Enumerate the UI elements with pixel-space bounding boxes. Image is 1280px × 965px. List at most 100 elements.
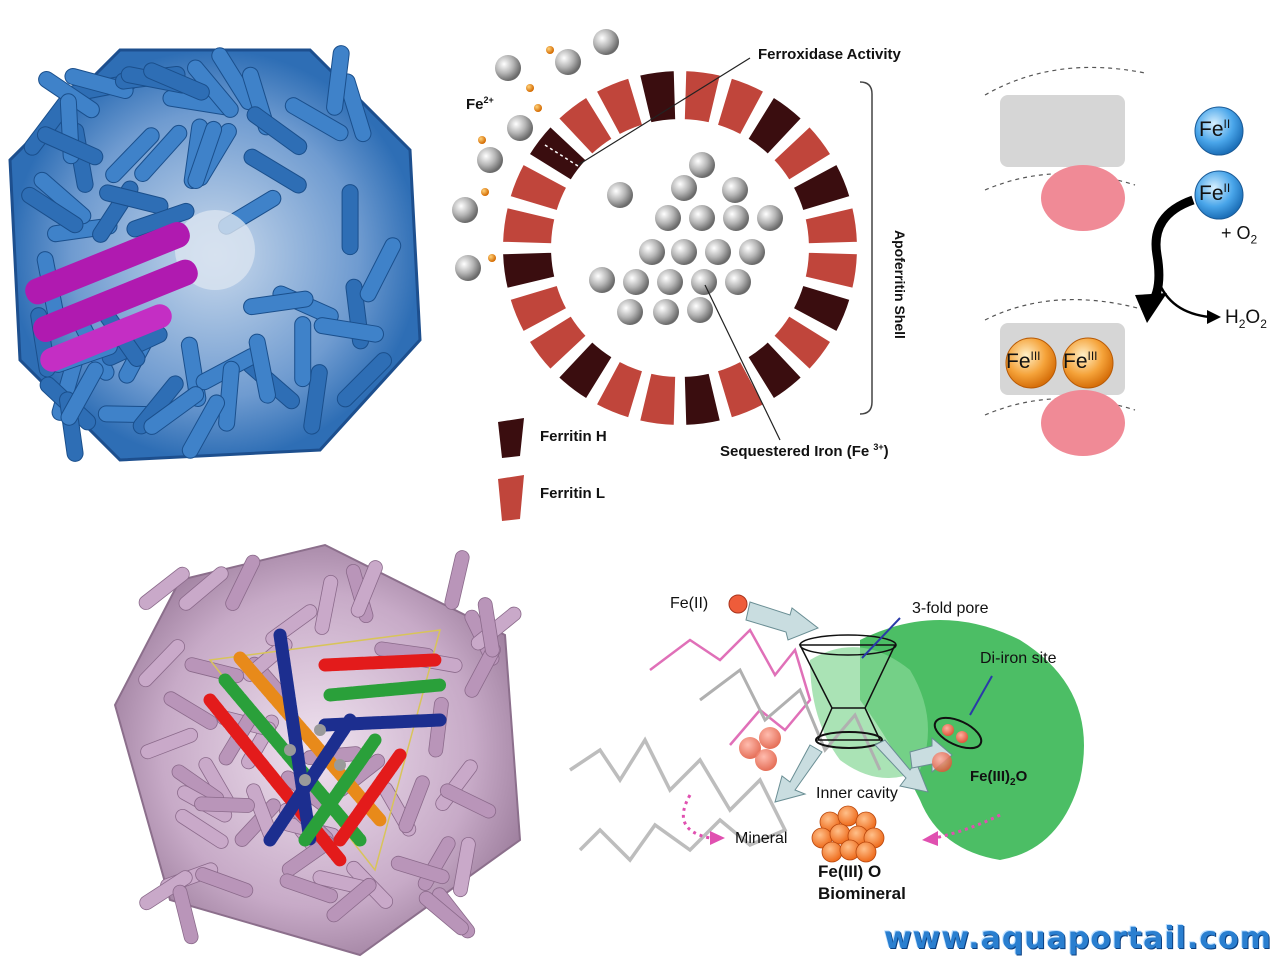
pink-helix	[195, 867, 254, 898]
fe2-ion-ball	[495, 55, 521, 81]
ferroxidase-reaction-diagram: FeII FeII + O2 H2O2 FeIII FeIII	[975, 55, 1275, 465]
fe2-small-dot	[488, 254, 496, 262]
pore-lower-funnel	[816, 707, 882, 741]
sequestered-iron-ball	[589, 267, 615, 293]
diiron-ball-1	[942, 724, 954, 736]
fe2-ion-ball	[607, 182, 633, 208]
ferritin-l-segment	[637, 371, 678, 427]
ferritin-l-segment	[715, 359, 766, 420]
legend-ferritin-l-label: Ferritin L	[540, 485, 606, 502]
grey-subunit-trace	[569, 736, 788, 863]
cage-helix	[134, 124, 188, 182]
fe2-ball-1	[1194, 106, 1244, 156]
sequestered-iron-ball	[655, 205, 681, 231]
cage-helix	[294, 316, 312, 388]
mineral-ball	[837, 805, 859, 827]
pink-helix	[175, 808, 229, 849]
fe3-ball-1-label: FeIII	[1006, 349, 1041, 373]
ferritin-l-segment	[771, 124, 833, 183]
colored-helix	[318, 653, 442, 672]
diiron-site-label: Di-iron site	[980, 650, 1057, 667]
fe2-small-dot	[526, 84, 534, 92]
cage-helix	[248, 333, 276, 404]
green-subunit-ribbon	[860, 620, 1084, 860]
entry-arrow	[745, 601, 820, 641]
magenta-subunit	[25, 221, 198, 372]
cage-helix	[143, 386, 205, 435]
pink-helix	[326, 877, 377, 923]
sequestered-iron-ball	[689, 205, 715, 231]
pink-helix	[194, 796, 255, 813]
sequestered-iron-ball	[671, 239, 697, 265]
fe3-ball-1	[1005, 337, 1057, 389]
ferritin-l-segment	[527, 313, 589, 372]
mineral-arrow-right-head	[922, 831, 938, 846]
sequestered-iron-ball	[739, 239, 765, 265]
down-arrow-right	[874, 739, 929, 793]
top-dashed-arc	[984, 66, 1146, 96]
fe2-ion-ball	[507, 115, 533, 141]
threefold-pore-diagram: Fe(II) 3-fold pore Di-iron site Fe(III)2…	[560, 580, 1120, 910]
ferritin-l-segment	[501, 205, 557, 246]
lower-dashed-arc	[984, 299, 1146, 321]
pore-bottom-rim	[815, 731, 883, 749]
ferritin-l-segment	[594, 76, 645, 137]
iron-site-ball	[299, 774, 311, 786]
diiron-pointer	[969, 675, 993, 716]
cage-helix	[60, 361, 104, 426]
pink-helix	[138, 566, 190, 610]
reaction-arrow-head	[1135, 293, 1167, 323]
colored-helix	[203, 693, 347, 867]
h2o2-arrow-head	[1207, 310, 1221, 324]
grey-subunit-trace-2	[699, 667, 882, 771]
ferritin-l-segment	[682, 69, 723, 125]
pink-subunit-trace	[649, 627, 812, 746]
sequestered-pointer	[704, 284, 781, 441]
cage-helix	[326, 45, 350, 116]
ferritin-l-segment	[556, 95, 615, 157]
h2o2-label: H2O2	[1225, 307, 1267, 331]
pore-svg	[569, 594, 1084, 863]
sequestered-iron-ball	[687, 297, 713, 323]
apoferritin-bracket	[859, 81, 873, 415]
ferritin-h-segment	[556, 339, 615, 401]
ferritin-shell-diagram: Fe2+ Ferroxidase Activity Apoferritin Sh…	[440, 20, 960, 530]
fe2-ball-2-label: FeII	[1199, 181, 1231, 205]
sequestered-iron-ball	[689, 152, 715, 178]
ferritin-cage-svg	[8, 45, 422, 462]
fe2-ball-1-label: FeII	[1199, 117, 1231, 141]
fe2-small-dot	[546, 46, 554, 54]
fe2-label: Fe2+	[466, 95, 494, 113]
pink-helix	[452, 836, 476, 898]
green-subunit-ribbon-light	[810, 647, 928, 778]
ferritin-h-segment	[501, 250, 557, 291]
incoming-fe2-ions	[452, 29, 633, 281]
legend-ferritin-l	[496, 475, 526, 526]
fe2-ion-ball	[477, 147, 503, 173]
colored-helix	[333, 748, 407, 847]
biomineral-line1: Fe(III) O	[818, 862, 882, 881]
threefold-pore-label: 3-fold pore	[912, 600, 989, 617]
cage-helix	[341, 184, 359, 256]
inner-cavity-label: Inner cavity	[816, 785, 898, 802]
apoferritin-shell-label: Apoferritin Shell	[892, 230, 908, 339]
pore-ball-3	[755, 749, 777, 771]
ferritin-h-segment	[791, 162, 852, 213]
ferritin-h-swatch	[498, 418, 524, 458]
sequestered-iron-ball	[617, 299, 643, 325]
fe2-ion-ball	[452, 197, 478, 223]
sequestered-iron-ball	[691, 269, 717, 295]
fe2-ion-ball	[555, 49, 581, 75]
colored-helix	[233, 651, 387, 827]
legend-ferritin-h	[496, 418, 526, 463]
down-arrow-left	[774, 744, 823, 803]
pink-helix	[418, 890, 469, 936]
sequestered-iron-ball	[705, 239, 731, 265]
fe2-ion-ball	[455, 255, 481, 281]
sequestered-iron-ball	[757, 205, 783, 231]
colored-subunit-helices	[203, 628, 447, 867]
shell-svg	[452, 29, 873, 441]
cage-helix	[218, 360, 240, 432]
pink-helix	[444, 550, 470, 610]
diiron-site-ring	[933, 716, 983, 750]
